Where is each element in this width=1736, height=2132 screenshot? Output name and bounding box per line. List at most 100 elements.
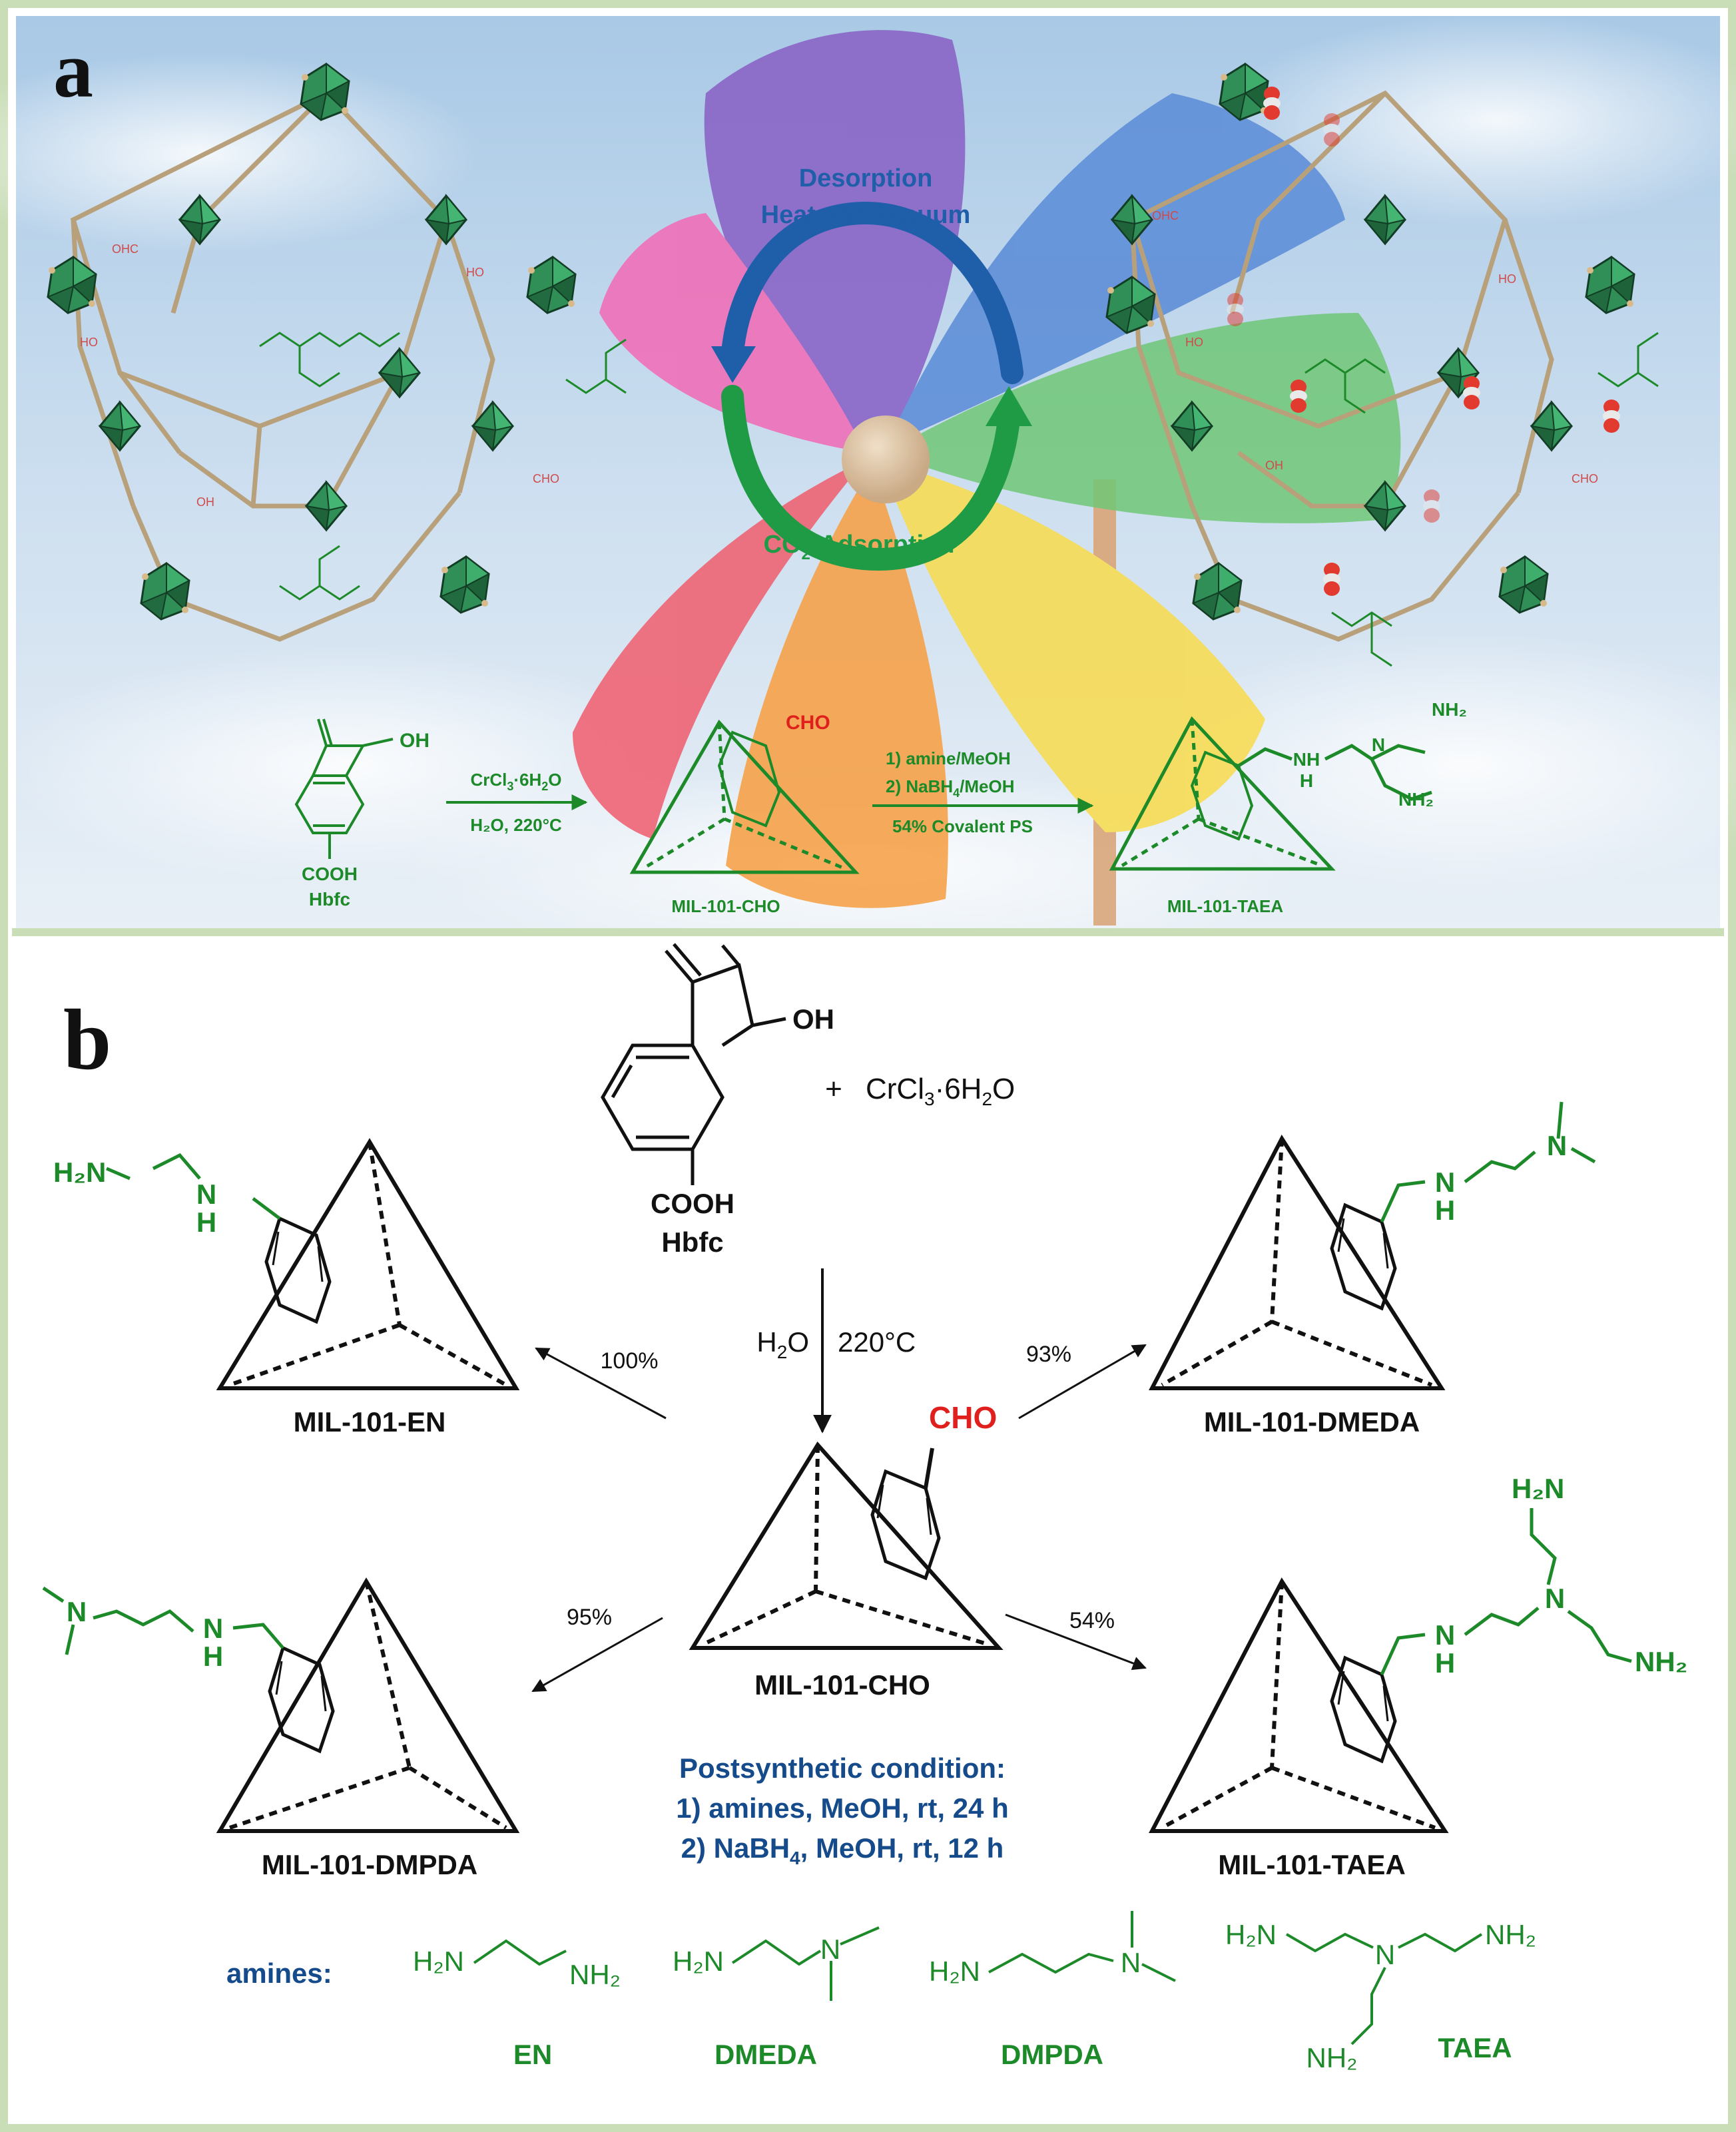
amine-dmpda: H₂N N DMPDA: [929, 1911, 1176, 2070]
hbfc-b-oh: OH: [792, 1003, 834, 1035]
amine-taea-n: N: [1375, 1939, 1395, 1970]
amine-taea-right: NH₂: [1485, 1919, 1536, 1950]
yield-dmpda: 95%: [567, 1605, 612, 1630]
hbfc-b-cooh: COOH: [651, 1188, 734, 1219]
dmpda-nh: N: [203, 1613, 223, 1644]
center-mil101-cho-name: MIL-101-CHO: [754, 1669, 930, 1701]
en-h2n: H₂N: [53, 1157, 106, 1188]
mil101-dmpda-name: MIL-101-DMPDA: [262, 1849, 477, 1880]
left-ho-label: HO: [80, 336, 98, 349]
amine-dmeda: H₂N N DMEDA: [673, 1926, 880, 2070]
left-cho-label: CHO: [533, 472, 559, 485]
right-cho-label: CHO: [1572, 472, 1598, 485]
amines-label: amines:: [226, 1958, 332, 1989]
amine-dmeda-abbr: DMEDA: [715, 2039, 817, 2070]
panel-b-background: [16, 936, 1720, 2116]
amine-taea: H₂N N NH₂ NH₂ TAEA: [1225, 1919, 1536, 2073]
right-ho-label-2: HO: [1185, 336, 1203, 349]
plus-sign: +: [825, 1073, 842, 1105]
taea-a-h: H: [1300, 770, 1313, 791]
desorption-label: Desorption: [799, 164, 933, 192]
hbfc-a-cooh: COOH: [302, 864, 358, 884]
step1-reagent: CrCl3·6H2O: [470, 770, 561, 793]
hbfc-structure-b: [601, 943, 786, 1185]
yield-en: 100%: [601, 1348, 659, 1374]
mil101-en-name: MIL-101-EN: [294, 1406, 446, 1438]
amine-dmpda-n: N: [1121, 1947, 1141, 1978]
hbfc-b-name: Hbfc: [661, 1226, 723, 1258]
yield-dmeda: 93%: [1026, 1342, 1071, 1367]
mil101-taea-structure: N H N H₂N NH₂ MIL-101-TAEA: [1149, 1473, 1687, 1880]
left-ohc-label: OHC: [112, 242, 139, 256]
amine-dmpda-abbr: DMPDA: [1001, 2039, 1103, 2070]
taea-a-nh2-bottom: NH₂: [1398, 789, 1434, 810]
mil101-dmeda-name: MIL-101-DMEDA: [1204, 1406, 1420, 1438]
mil101-taea-tetrahedron-a: [1109, 716, 1432, 871]
arrow-to-dmpda: [531, 1617, 663, 1693]
amine-taea-abbr: TAEA: [1438, 2032, 1512, 2063]
mil101-cho-name-a: MIL-101-CHO: [671, 896, 780, 916]
mil101-cho-tetrahedron-b: [689, 1441, 1004, 1650]
amine-taea-bottom: NH₂: [1306, 2042, 1358, 2073]
en-h: H: [196, 1206, 216, 1238]
hbfc-structure-a: [294, 718, 394, 859]
panel-divider: [12, 928, 1724, 936]
step1-conditions: H₂O, 220°C: [470, 815, 562, 835]
amine-en-right: NH₂: [569, 1959, 621, 1990]
condition-temp: 220°C: [838, 1326, 916, 1358]
mil101-dmeda-structure: N H N MIL-101-DMEDA: [1149, 1101, 1596, 1438]
right-ho-label: HO: [1498, 272, 1516, 286]
heat-vacuum-label: Heat and vacuum: [761, 201, 971, 229]
taea-b-nh: N: [1435, 1619, 1455, 1651]
right-ohc-label: OHC: [1152, 209, 1179, 222]
amine-dmeda-n: N: [820, 1934, 840, 1965]
mil101-en-structure: H₂N N H MIL-101-EN: [53, 1138, 520, 1438]
right-oh-label: OH: [1265, 459, 1283, 472]
condition-h2o: H2O: [756, 1326, 809, 1362]
cho-label-a: CHO: [786, 712, 830, 734]
mil101-cho-tetrahedron-a: [629, 719, 860, 874]
mil101-dmpda-structure: N H N MIL-101-DMPDA: [42, 1577, 520, 1880]
condition-step2: 2) NaBH4, MeOH, rt, 12 h: [681, 1832, 1004, 1868]
crcl3-reagent: CrCl3·6H2O: [866, 1073, 1015, 1109]
left-oh-label: OH: [196, 495, 214, 509]
amine-dmeda-left: H₂N: [673, 1946, 724, 1977]
amine-en: H₂N NH₂ EN: [413, 1939, 621, 2070]
step2-line3: 54% Covalent PS: [892, 816, 1033, 836]
mil101-taea-name-a: MIL-101-TAEA: [1167, 896, 1284, 916]
condition-step1: 1) amines, MeOH, rt, 24 h: [676, 1792, 1009, 1824]
dmpda-n: N: [67, 1596, 87, 1627]
dmeda-h: H: [1435, 1195, 1455, 1226]
taea-a-nh: NH: [1293, 749, 1320, 770]
panel-b-letter: b: [63, 992, 111, 1088]
right-amine-chains: [1304, 332, 1659, 667]
taea-b-n: N: [1545, 1583, 1565, 1614]
yield-taea: 54%: [1069, 1608, 1115, 1633]
taea-a-n: N: [1372, 734, 1385, 755]
taea-b-nh2: NH₂: [1635, 1646, 1687, 1677]
taea-a-nh2-top: NH₂: [1432, 699, 1467, 720]
panel-b: b OH COOH Hbfc + CrCl3·6H2O H2O 220°C: [16, 936, 1720, 2116]
left-amine-chains: [259, 332, 627, 601]
dmeda-n: N: [1547, 1130, 1567, 1161]
mil101-taea-name-b: MIL-101-TAEA: [1218, 1849, 1406, 1880]
amine-taea-left: H₂N: [1225, 1919, 1277, 1950]
condition-title: Postsynthetic condition:: [679, 1752, 1006, 1784]
taea-b-h: H: [1435, 1647, 1455, 1679]
hbfc-a-name: Hbfc: [309, 889, 350, 910]
amine-en-left: H₂N: [413, 1946, 464, 1977]
arrow-to-taea: [1005, 1613, 1147, 1671]
en-n: N: [196, 1179, 216, 1210]
arrow-to-en: [535, 1347, 667, 1420]
hbfc-a-oh: OH: [400, 730, 430, 752]
panel-a-letter: a: [53, 25, 93, 114]
dmeda-nh: N: [1435, 1167, 1455, 1198]
dmpda-h: H: [203, 1641, 223, 1672]
amine-en-abbr: EN: [513, 2039, 552, 2070]
cycle-arrows-icon: [711, 201, 1032, 571]
